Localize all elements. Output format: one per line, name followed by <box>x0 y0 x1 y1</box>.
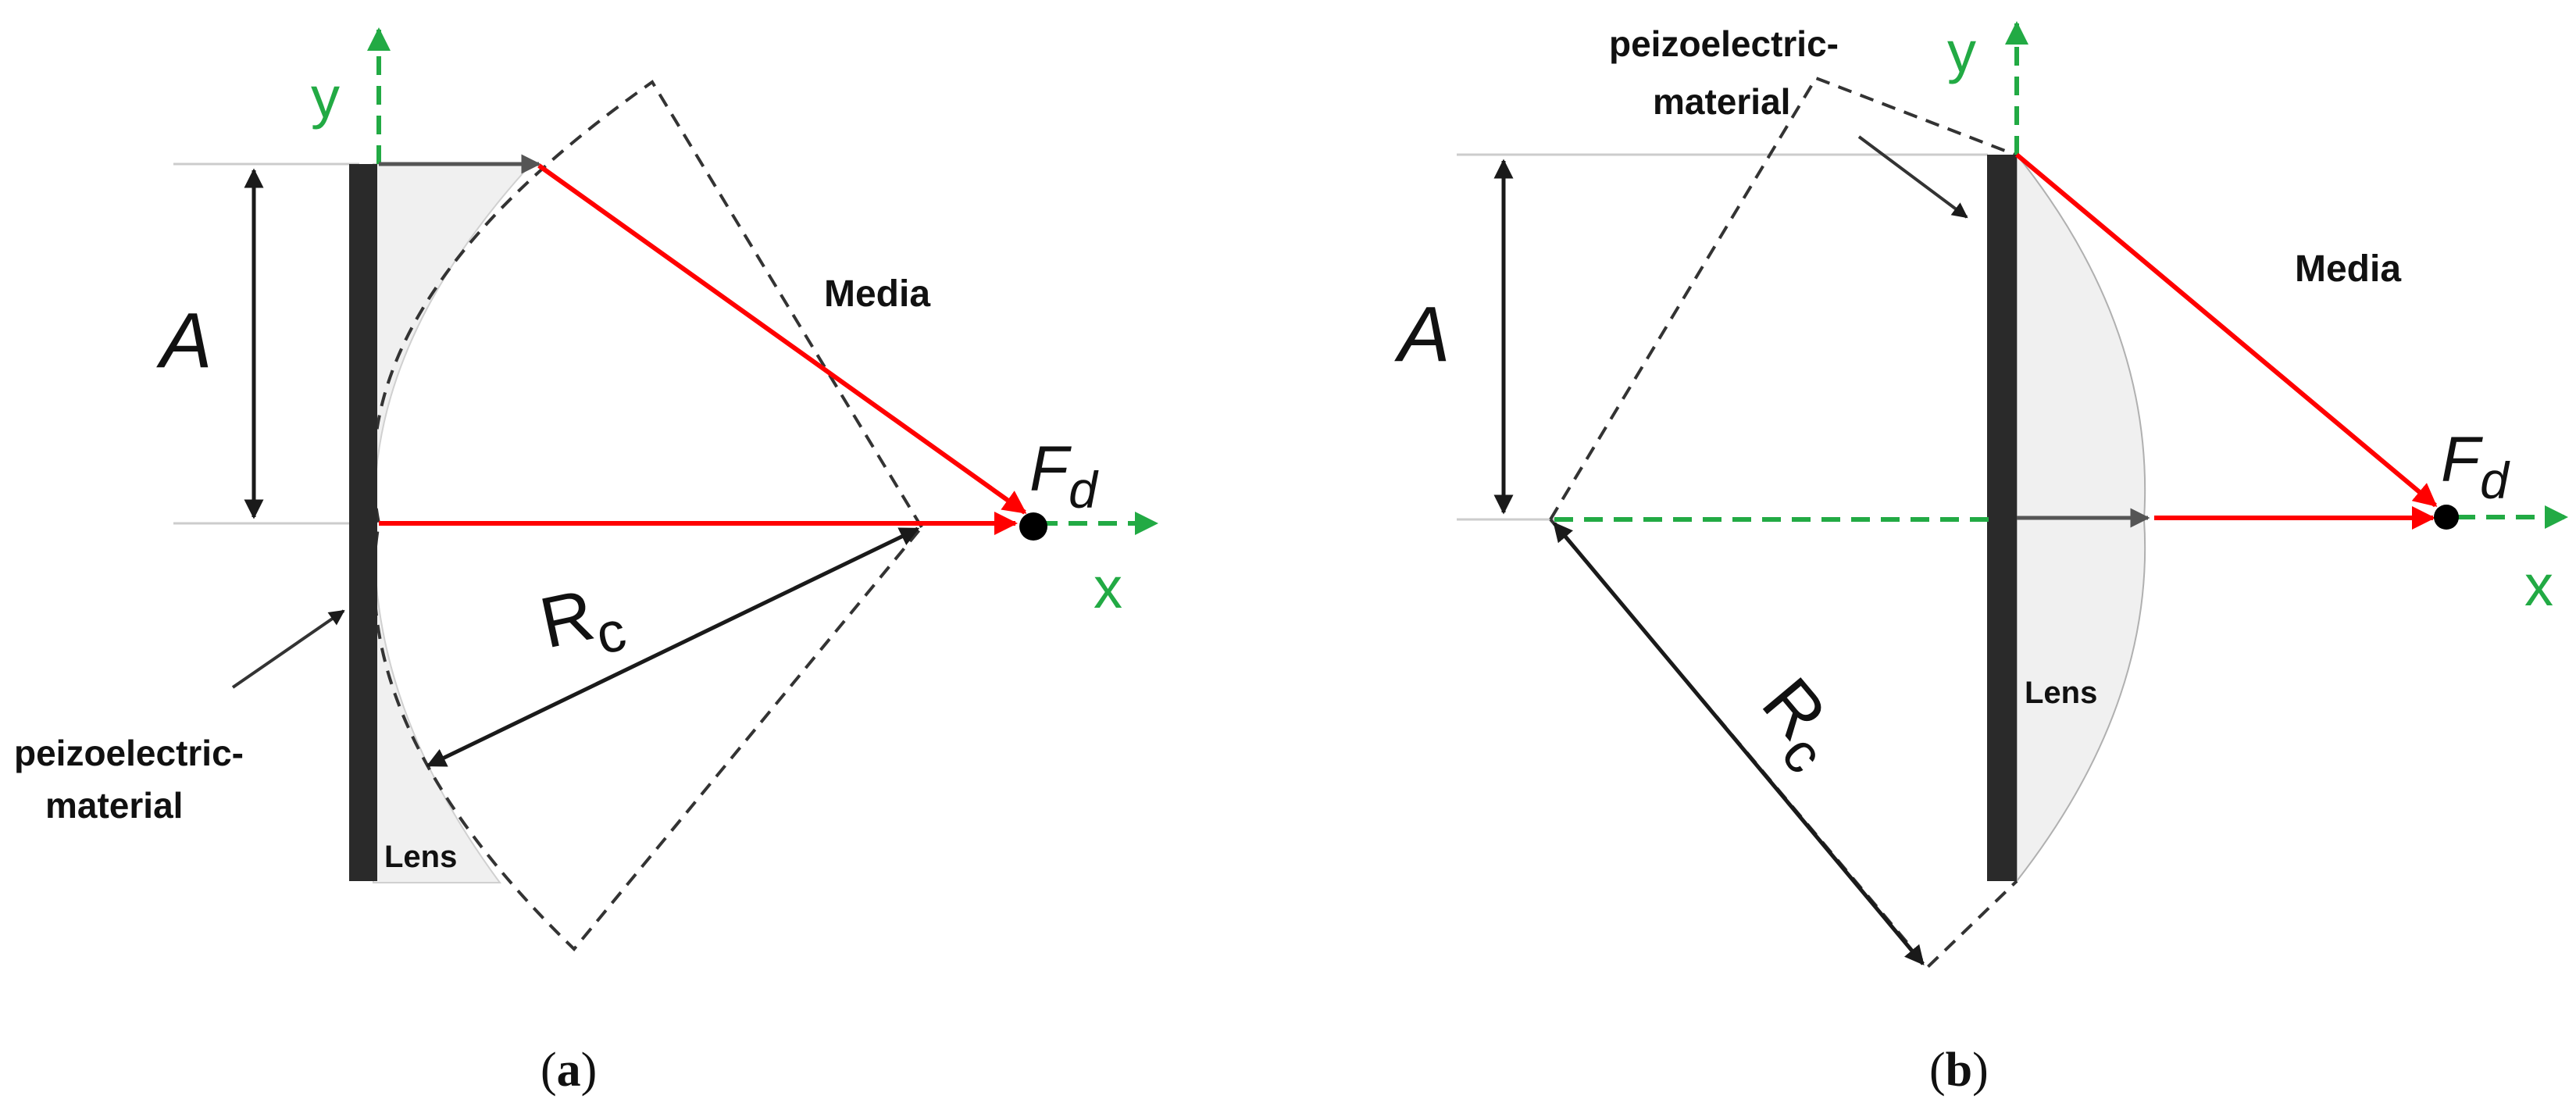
focus-point <box>2434 505 2459 530</box>
y-axis-label: y <box>311 65 340 130</box>
dimension-a-label: A <box>156 297 212 384</box>
ray-edge <box>537 163 1027 515</box>
piezo-element <box>1987 155 2017 881</box>
media-label: Media <box>824 273 930 315</box>
focus-label: Fd <box>2441 424 2510 509</box>
focus-label: Fd <box>1029 434 1099 519</box>
panel-a: y x A Media Fd Rc peizoelectric- materia… <box>14 27 1158 1097</box>
caption-a: (a) <box>541 1044 597 1097</box>
radius-arrow <box>426 526 920 768</box>
radius-label: Rc <box>1736 663 1860 785</box>
piezo-label-line2: material <box>1653 81 1790 122</box>
piezo-label-line1: peizoelectric- <box>1609 23 1839 64</box>
piezo-leader-arrow <box>1857 135 1968 219</box>
radius-label: Rc <box>533 569 631 677</box>
ray-edge <box>2015 152 2438 508</box>
lens-label: Lens <box>2025 676 2097 710</box>
piezo-element <box>349 164 377 881</box>
sector-outline <box>1549 76 2018 969</box>
piezo-label-line1: peizoelectric- <box>14 733 244 773</box>
media-label: Media <box>2295 248 2401 290</box>
radius-arrow <box>1553 522 1925 965</box>
piezo-label-line2: material <box>45 785 183 826</box>
y-axis-label: y <box>1947 20 1976 84</box>
panel-b: y x A Media Fd Rc peizoelectric- materia… <box>1394 20 2568 1097</box>
dimension-a-label: A <box>1394 291 1450 378</box>
focus-point <box>1019 512 1047 541</box>
lens-label: Lens <box>384 840 457 874</box>
piezo-leader-arrow <box>231 609 345 689</box>
caption-b: (b) <box>1929 1044 1989 1097</box>
x-axis-label: x <box>2524 553 2553 618</box>
x-axis-label: x <box>1094 555 1122 620</box>
